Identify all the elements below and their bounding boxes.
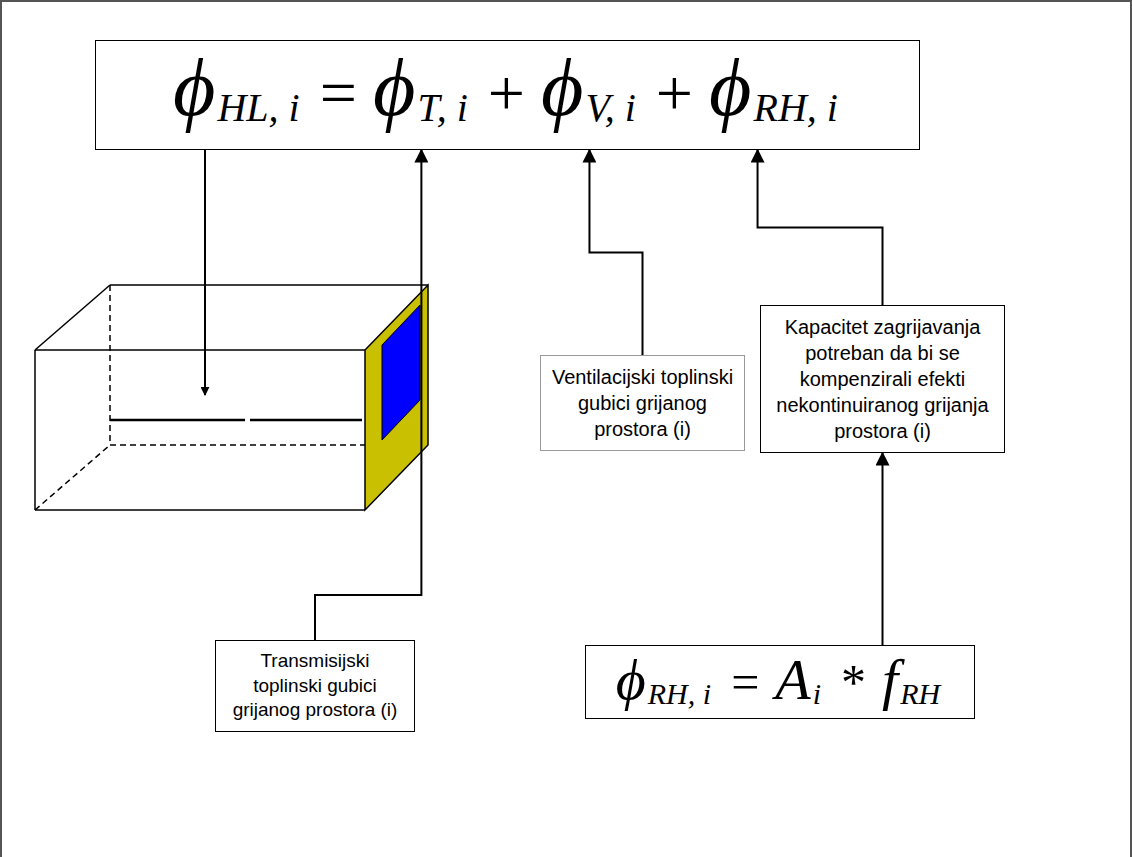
connector-arrow xyxy=(589,150,642,355)
room-edge xyxy=(35,509,365,511)
formula-subscript: HL, i xyxy=(217,84,299,131)
formula-symbol: ϕ xyxy=(616,646,646,713)
reheat-capacity-box: Kapacitet zagrijavanja potreban da bi se… xyxy=(760,305,1005,453)
formula-subscript: RH xyxy=(900,677,940,711)
formula-symbol: A xyxy=(775,646,810,713)
formula-subscript: i xyxy=(813,677,821,711)
room-floor-line xyxy=(110,419,245,422)
formula-subscript: RH, i xyxy=(648,677,711,711)
room-window xyxy=(382,305,420,440)
room-hidden-edge xyxy=(110,444,365,446)
box-label: Transmisijski toplinski gubici grijanog … xyxy=(233,650,398,720)
formula-operator: + xyxy=(488,55,525,131)
connector-arrow xyxy=(758,150,883,305)
room-edge xyxy=(35,285,110,350)
formula-symbol: ϕ xyxy=(709,41,751,135)
formula-subscript: T, i xyxy=(417,84,467,131)
formula-symbol: ϕ xyxy=(373,41,415,135)
connector-arrow xyxy=(882,453,884,645)
box-label: Kapacitet zagrijavanja potreban da bi se… xyxy=(776,316,988,442)
room-pointer-arrow xyxy=(204,150,206,395)
formula-operator: = xyxy=(731,653,759,711)
ventilation-loss-box: Ventilacijski toplinski gubici grijanog … xyxy=(540,355,745,451)
room-hidden-edge xyxy=(35,445,110,510)
formula-symbol: ϕ xyxy=(173,41,215,135)
room-floor-line xyxy=(250,419,362,422)
room-wall-panel xyxy=(365,285,428,510)
formula-operator: * xyxy=(841,653,866,711)
box-label: Ventilacijski toplinski gubici grijanog … xyxy=(552,366,733,440)
room-illustration xyxy=(35,285,428,510)
formula-subscript: RH, i xyxy=(754,84,838,131)
formula-subscript: V, i xyxy=(585,84,635,131)
formula-operator: + xyxy=(656,55,693,131)
connector-arrow xyxy=(315,150,421,640)
formula-symbol: ϕ xyxy=(541,41,583,135)
formula-operator: = xyxy=(320,55,357,131)
room-edge xyxy=(34,350,36,510)
room-edge xyxy=(35,349,365,351)
transmission-loss-box: Transmisijski toplinski gubici grijanog … xyxy=(215,640,415,732)
equation-box: ϕHL, i=ϕT, i+ϕV, i+ϕRH, i xyxy=(95,40,920,150)
formula-symbol: f xyxy=(882,646,898,713)
room-edge xyxy=(110,284,428,286)
reheat-formula-box: ϕRH, i = Ai * fRH xyxy=(585,645,975,719)
